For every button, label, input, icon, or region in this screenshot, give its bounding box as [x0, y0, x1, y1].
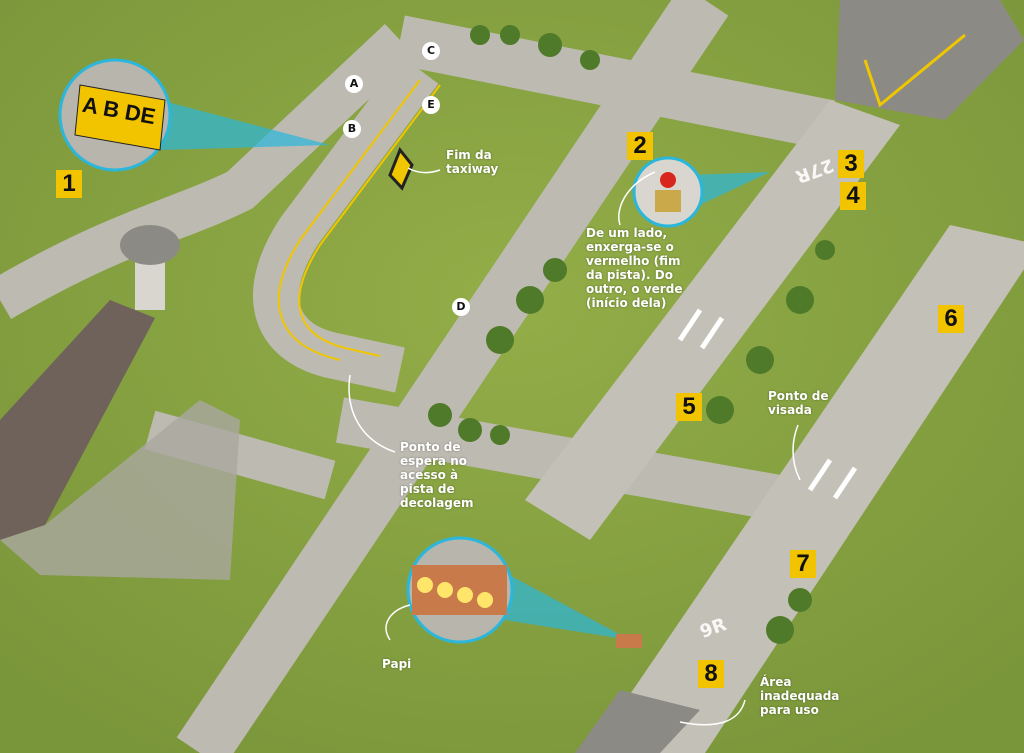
runway-marks	[677, 308, 858, 500]
caption-area-inadequada: Área inadequada para uso	[760, 675, 840, 717]
taxi-lines	[277, 79, 441, 361]
top-threshold	[835, 0, 1024, 120]
callout-1	[58, 58, 330, 172]
marker-2: 2	[627, 132, 653, 160]
marker-4: 4	[840, 182, 866, 210]
taxiway-letter-a: A	[345, 75, 363, 93]
taxiways	[0, 0, 835, 753]
bottom-threshold	[575, 690, 700, 753]
runway-left	[525, 100, 900, 540]
callout-papi	[406, 536, 642, 648]
red-light-icon	[660, 172, 676, 188]
trees	[428, 25, 835, 644]
marker-8: 8	[698, 660, 724, 688]
caption-luz: De um lado, enxerga-se o vermelho (fim d…	[586, 226, 683, 310]
caption-ponto-espera: Ponto de espera no acesso à pista de dec…	[400, 440, 474, 510]
taxiway-letter-d: D	[452, 298, 470, 316]
caption-papi: Papi	[382, 657, 412, 671]
callout-2	[632, 156, 770, 228]
marker-3: 3	[838, 150, 864, 178]
apron	[0, 400, 240, 580]
marker-5: 5	[676, 393, 702, 421]
marker-6: 6	[938, 305, 964, 333]
taxiway-end-sign	[388, 147, 414, 191]
taxiway-letter-b: B	[343, 120, 361, 138]
taxiway-letter-e: E	[422, 96, 440, 114]
caption-ponto-visada: Ponto de visada	[768, 389, 829, 417]
callout-lines	[348, 167, 801, 726]
caption-fim-taxiway: Fim da taxiway	[446, 148, 499, 176]
marker-7: 7	[790, 550, 816, 578]
runway-right	[590, 225, 1024, 753]
marker-1: 1	[56, 170, 82, 198]
terminal-roof	[0, 300, 155, 540]
taxiway-letter-c: C	[422, 42, 440, 60]
